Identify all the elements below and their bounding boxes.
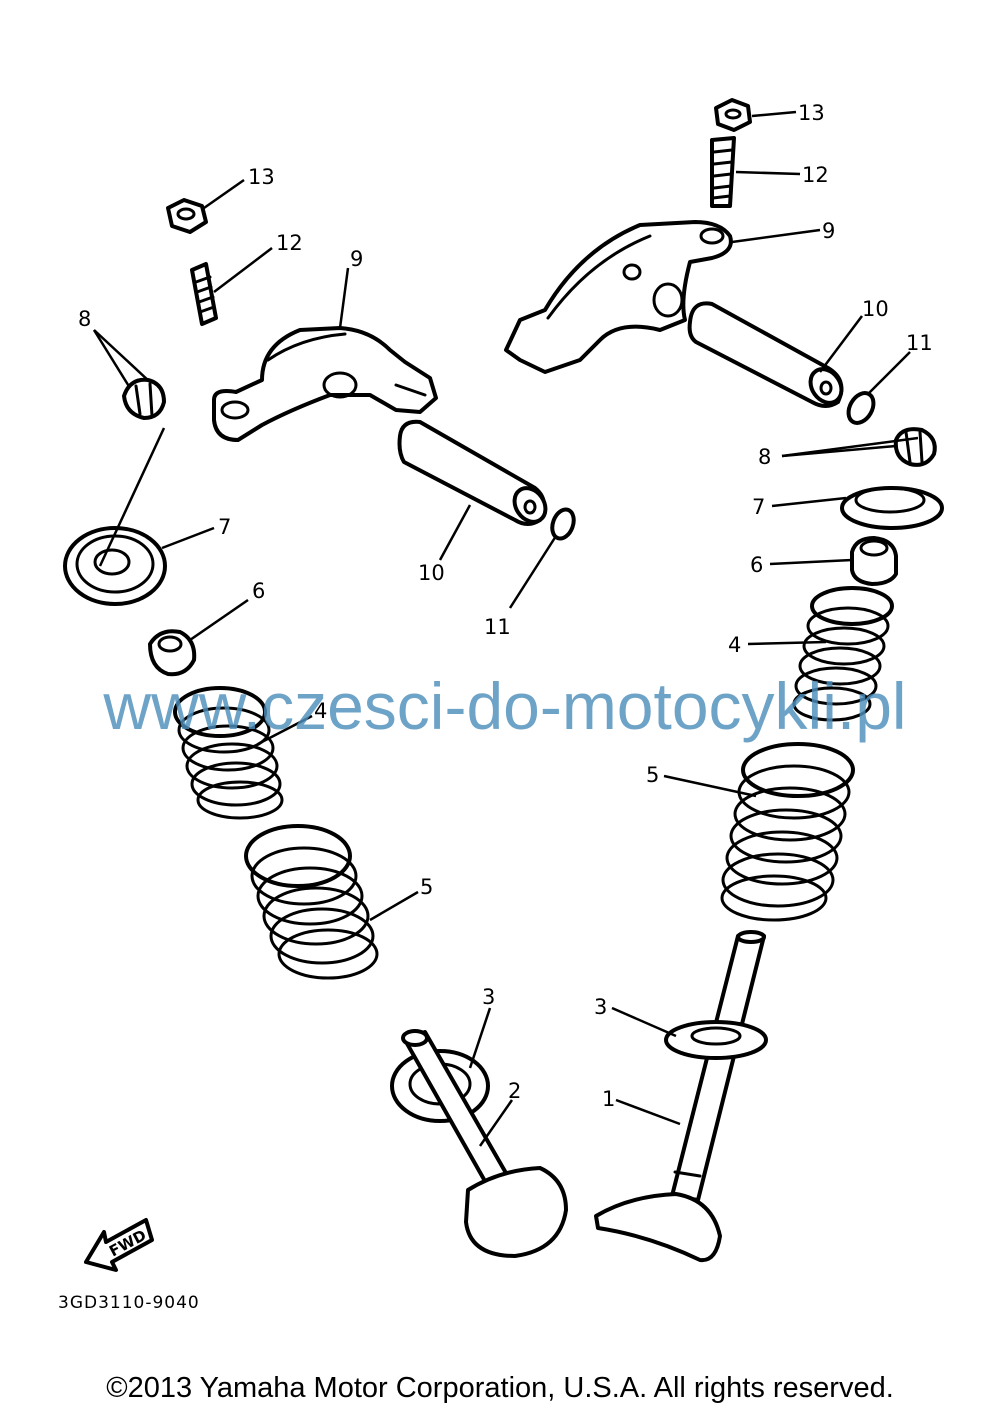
forward-direction-arrow: FWD (84, 1218, 154, 1272)
callout-7-right: 7 (752, 495, 765, 519)
callout-11-right: 11 (906, 331, 933, 355)
callout-6-left: 6 (252, 579, 265, 603)
valve-stem-seal-right-part (850, 536, 898, 586)
callout-9-left: 9 (350, 247, 363, 271)
copyright-notice: ©2013 Yamaha Motor Corporation, U.S.A. A… (106, 1372, 894, 1404)
callout-10-left: 10 (418, 561, 445, 585)
callout-8-left: 8 (78, 307, 91, 331)
rocker-arm-right-part (504, 220, 733, 374)
inner-valve-spring-left-part (173, 686, 284, 820)
callout-13-left: 13 (248, 165, 275, 189)
adjusting-screw-left-part (190, 262, 218, 326)
o-ring-right-part (846, 391, 876, 425)
callout-13-right: 13 (798, 101, 825, 125)
valve-cotter-left-part (122, 377, 166, 420)
adjusting-screw-right-part (710, 136, 736, 208)
outer-valve-spring-right-part (720, 742, 855, 922)
diagram-code: 3GD3110-9040 (58, 1293, 200, 1313)
watermark: www.czesci-do-motocykli.pl (103, 669, 907, 743)
o-ring-left-part (550, 507, 576, 541)
rocker-shaft-right-part (687, 301, 844, 408)
callout-7-left: 7 (218, 515, 231, 539)
callout-2: 2 (508, 1079, 521, 1103)
intake-valve-part (594, 930, 766, 1263)
spring-seat-right-part (664, 1020, 768, 1060)
callout-12-right: 12 (802, 163, 829, 187)
callout-1: 1 (602, 1087, 615, 1111)
callout-11-left: 11 (484, 615, 511, 639)
callout-6-right: 6 (750, 553, 763, 577)
callout-3-right: 3 (594, 995, 607, 1019)
callout-9-right: 9 (822, 219, 835, 243)
callout-10-right: 10 (862, 297, 889, 321)
spring-retainer-left-part (63, 526, 167, 606)
outer-valve-spring-left-part (244, 824, 379, 980)
leader-lines (92, 110, 919, 1147)
callout-5-left: 5 (420, 875, 433, 899)
rocker-shaft-left-part (397, 419, 548, 526)
callout-8-right: 8 (758, 445, 771, 469)
callout-labels: 13 12 9 8 7 10 11 6 4 5 3 2 13 12 9 10 1… (78, 101, 933, 1111)
valve-cotter-right-part (893, 427, 937, 467)
lock-nut-right-part (714, 98, 752, 132)
lock-nut-left-part (166, 198, 208, 234)
callout-4-right: 4 (728, 633, 741, 657)
rocker-arm-left-part (212, 326, 438, 442)
inner-valve-spring-right-part (792, 586, 894, 722)
callout-3-left: 3 (482, 985, 495, 1009)
exhaust-valve-part (401, 1029, 568, 1258)
valve-stem-seal-left-part (148, 629, 197, 677)
callout-5-right: 5 (646, 763, 659, 787)
callout-12-left: 12 (276, 231, 303, 255)
callout-4-left: 4 (314, 699, 327, 723)
spring-retainer-right-part (840, 486, 944, 530)
